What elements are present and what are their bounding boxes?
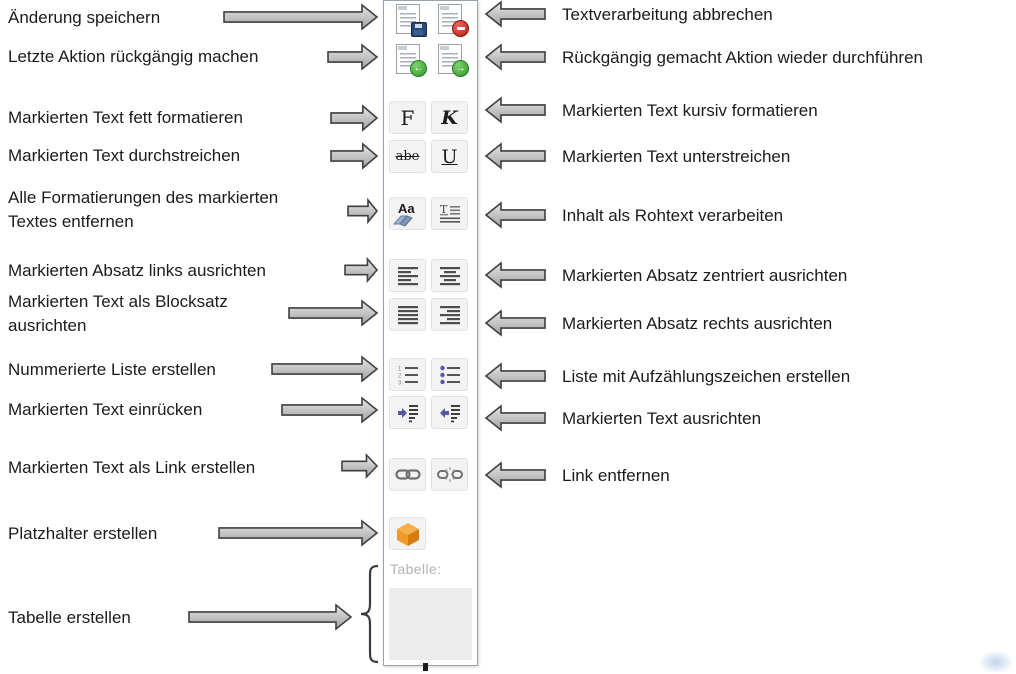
raw-text-icon: T bbox=[439, 204, 460, 223]
label-bullet-list: Liste mit Aufzählungszeichen erstellen bbox=[562, 367, 851, 386]
label-link: Markierten Text als Link erstellen bbox=[8, 458, 256, 477]
arrow-bold bbox=[330, 104, 379, 132]
indent-icon bbox=[397, 404, 418, 422]
bullet-list-button[interactable] bbox=[431, 358, 468, 391]
label-align-center: Markierten Absatz zentriert ausrichten bbox=[562, 266, 848, 285]
arrow-align-right bbox=[484, 309, 546, 337]
label-clear-format: Alle Formatierungen des markierten Texte… bbox=[8, 188, 279, 231]
arrow-save bbox=[223, 3, 379, 31]
align-right-button[interactable] bbox=[431, 298, 468, 331]
arrow-redo bbox=[484, 43, 546, 71]
editor-toolbar: ← → F K abe U Aa T bbox=[383, 0, 478, 666]
remove-link-button[interactable] bbox=[431, 458, 468, 491]
redo-button[interactable]: → bbox=[431, 42, 469, 77]
table-group-brace bbox=[360, 564, 379, 664]
label-raw-text: Inhalt als Rohtext verarbeiten bbox=[562, 206, 784, 225]
raw-text-button[interactable]: T bbox=[431, 197, 468, 230]
cancel-editing-button[interactable] bbox=[431, 2, 469, 37]
arrow-raw-text bbox=[484, 201, 546, 229]
align-left-button[interactable] bbox=[389, 259, 426, 292]
align-left-icon bbox=[397, 266, 418, 285]
table-size-picker[interactable] bbox=[389, 588, 472, 660]
arrow-indent bbox=[281, 396, 379, 424]
clear-formatting-button[interactable]: Aa bbox=[389, 197, 426, 230]
unlink-icon bbox=[436, 467, 463, 482]
strikethrough-icon: abe bbox=[395, 149, 420, 164]
arrow-undo bbox=[327, 43, 379, 71]
align-center-icon bbox=[439, 266, 460, 285]
indent-button[interactable] bbox=[389, 396, 426, 429]
bullet-list-icon bbox=[439, 365, 460, 384]
arrow-outdent bbox=[484, 404, 546, 432]
italic-button[interactable]: K bbox=[431, 101, 468, 134]
undo-button[interactable]: ← bbox=[389, 42, 427, 77]
placeholder-cube-icon bbox=[396, 522, 419, 546]
svg-text:T: T bbox=[440, 204, 448, 216]
bold-icon: F bbox=[400, 105, 415, 130]
arrow-underline bbox=[484, 142, 546, 170]
corner-watermark bbox=[978, 650, 1014, 674]
arrow-align-center bbox=[484, 261, 546, 289]
label-justify: Markierten Text als Blocksatz ausrichten bbox=[8, 292, 228, 335]
undo-arrow-icon: ← bbox=[410, 60, 427, 77]
justify-button[interactable] bbox=[389, 298, 426, 331]
cancel-icon bbox=[452, 20, 469, 37]
numbered-list-icon: 1 2 3 bbox=[398, 366, 418, 385]
numbered-list-button[interactable]: 1 2 3 bbox=[389, 358, 426, 391]
panel-bottom-tick bbox=[423, 663, 428, 671]
label-unlink: Link entfernen bbox=[562, 466, 670, 485]
link-icon bbox=[394, 469, 421, 480]
label-table: Tabelle erstellen bbox=[8, 608, 131, 627]
redo-arrow-icon: → bbox=[452, 60, 469, 77]
arrow-bullet-list bbox=[484, 362, 546, 390]
arrow-unlink bbox=[484, 461, 546, 489]
arrow-placeholder bbox=[218, 519, 379, 547]
arrow-italic bbox=[484, 96, 546, 124]
arrow-strike bbox=[330, 142, 379, 170]
arrow-link bbox=[341, 453, 379, 479]
underline-icon: U bbox=[441, 145, 458, 168]
create-link-button[interactable] bbox=[389, 458, 426, 491]
label-italic: Markierten Text kursiv formatieren bbox=[562, 101, 818, 120]
svg-text:2: 2 bbox=[398, 373, 402, 379]
align-right-icon bbox=[439, 305, 460, 324]
arrow-table bbox=[188, 603, 353, 631]
strikethrough-button[interactable]: abe bbox=[389, 140, 426, 173]
label-outdent: Markierten Text ausrichten bbox=[562, 409, 762, 428]
italic-icon: K bbox=[441, 106, 458, 129]
svg-text:1: 1 bbox=[398, 366, 402, 372]
floppy-disk-icon bbox=[411, 22, 427, 37]
label-numbered-list: Nummerierte Liste erstellen bbox=[8, 360, 216, 379]
arrow-clear-format bbox=[347, 197, 379, 225]
clear-formatting-icon: Aa bbox=[398, 201, 415, 216]
svg-text:3: 3 bbox=[398, 380, 402, 385]
placeholder-button[interactable] bbox=[389, 517, 426, 550]
justify-icon bbox=[397, 305, 418, 324]
table-section-label: Tabelle: bbox=[390, 561, 442, 577]
label-placeholder: Platzhalter erstellen bbox=[8, 524, 158, 543]
label-align-right: Markierten Absatz rechts ausrichten bbox=[562, 314, 833, 333]
save-button[interactable] bbox=[389, 2, 427, 37]
eraser-icon bbox=[393, 215, 413, 227]
label-underline: Markierten Text unterstreichen bbox=[562, 147, 791, 166]
label-align-left: Markierten Absatz links ausrichten bbox=[8, 261, 266, 280]
label-bold: Markierten Text fett formatieren bbox=[8, 108, 243, 127]
outdent-button[interactable] bbox=[431, 396, 468, 429]
label-undo: Letzte Aktion rückgängig machen bbox=[8, 47, 259, 66]
label-redo: Rückgängig gemacht Aktion wieder durchfü… bbox=[562, 48, 923, 67]
align-center-button[interactable] bbox=[431, 259, 468, 292]
outdent-icon bbox=[439, 404, 460, 422]
arrow-cancel bbox=[484, 0, 546, 28]
underline-button[interactable]: U bbox=[431, 140, 468, 173]
arrow-justify bbox=[288, 299, 379, 327]
arrow-align-left bbox=[344, 256, 379, 284]
label-strike: Markierten Text durchstreichen bbox=[8, 146, 241, 165]
label-indent: Markierten Text einrücken bbox=[8, 400, 203, 419]
bold-button[interactable]: F bbox=[389, 101, 426, 134]
arrow-numbered-list bbox=[271, 355, 379, 383]
label-save: Änderung speichern bbox=[8, 8, 161, 27]
label-cancel: Textverarbeitung abbrechen bbox=[562, 5, 773, 24]
